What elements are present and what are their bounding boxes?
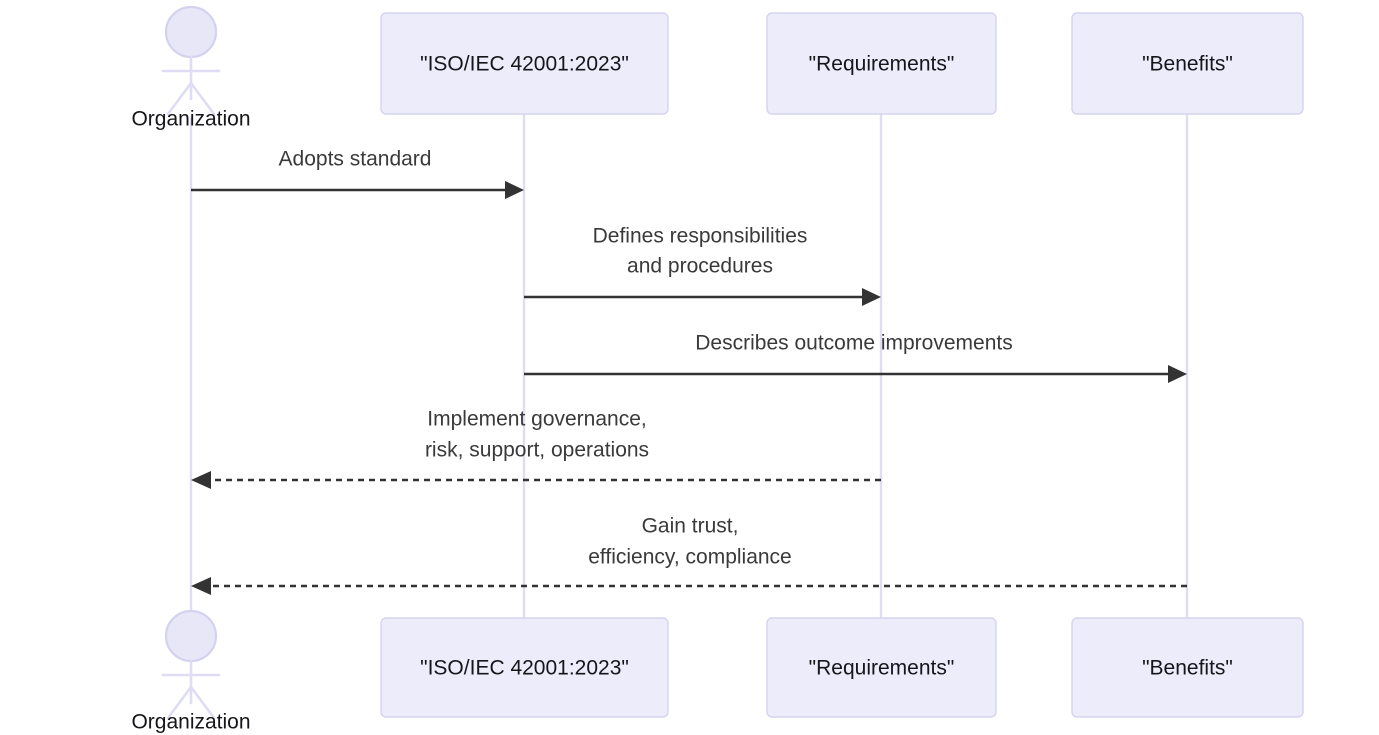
message-1-label-line-1: Adopts standard (279, 148, 432, 171)
message-4-arrowhead-icon (191, 471, 211, 489)
participant-box-requirements-bottom[interactable] (766, 617, 997, 718)
message-1-arrowhead-icon (505, 181, 524, 199)
participant-label-requirements-top: "Requirements" (809, 53, 955, 76)
participant-label-standard-bottom: "ISO/IEC 42001:2023" (420, 657, 629, 680)
message-3-label-line-1: Describes outcome improvements (695, 332, 1012, 355)
participant-box-standard-bottom[interactable] (380, 617, 669, 718)
participant-bottom-standard[interactable]: "ISO/IEC 42001:2023" (380, 617, 669, 718)
actor-organization-top[interactable]: Organization (131, 5, 251, 131)
participant-top-requirements[interactable]: "Requirements" (766, 12, 997, 115)
message-4-implement-governance[interactable]: Implement governance, risk, support, ope… (191, 408, 881, 489)
participant-box-benefits-top[interactable] (1071, 12, 1304, 115)
participant-label-requirements-bottom: "Requirements" (809, 657, 955, 680)
participant-bottom-requirements[interactable]: "Requirements" (766, 617, 997, 718)
participant-box-requirements-top[interactable] (766, 12, 997, 115)
message-1-adopts-standard[interactable]: Adopts standard (191, 148, 524, 199)
participant-top-benefits[interactable]: "Benefits" (1071, 12, 1304, 115)
lifelines-group (189, 114, 1189, 619)
message-2-defines-responsibilities[interactable]: Defines responsibilities and procedures (524, 225, 881, 306)
participant-label-benefits-top: "Benefits" (1142, 53, 1233, 76)
message-5-arrowhead-icon (191, 577, 211, 595)
participant-bottom-benefits[interactable]: "Benefits" (1071, 617, 1304, 718)
participant-label-benefits-bottom: "Benefits" (1142, 657, 1233, 680)
message-2-label-line-2: and procedures (627, 255, 773, 278)
participant-box-benefits-bottom[interactable] (1071, 617, 1304, 718)
message-3-arrowhead-icon (1168, 365, 1187, 383)
message-2-label-line-1: Defines responsibilities (593, 225, 808, 248)
actor-label-bottom: Organization (131, 711, 250, 734)
participant-top-standard[interactable]: "ISO/IEC 42001:2023" (380, 12, 669, 115)
actor-head-icon-bottom (164, 609, 218, 663)
actor-head-icon (164, 5, 218, 59)
message-3-describes-outcome-improvements[interactable]: Describes outcome improvements (524, 332, 1187, 383)
actor-body-icon (161, 55, 221, 116)
message-4-label-line-2: risk, support, operations (425, 439, 649, 462)
actor-label-top: Organization (131, 108, 250, 131)
participant-label-standard-top: "ISO/IEC 42001:2023" (420, 53, 629, 76)
message-4-label-line-1: Implement governance, (427, 408, 646, 431)
actor-body-icon-bottom (161, 659, 221, 720)
message-5-gain-trust[interactable]: Gain trust, efficiency, compliance (191, 515, 1187, 595)
message-2-arrowhead-icon (862, 288, 881, 306)
message-5-label-line-1: Gain trust, (642, 515, 739, 538)
actor-organization-bottom[interactable]: Organization (131, 609, 251, 734)
message-5-label-line-2: efficiency, compliance (588, 546, 792, 569)
participant-box-standard-top[interactable] (380, 12, 669, 115)
